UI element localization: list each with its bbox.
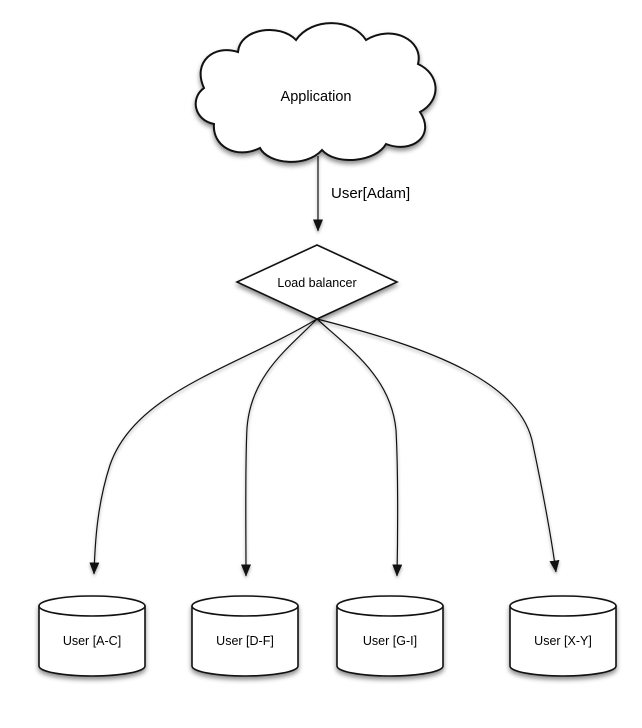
shard-cylinder-2: User [D-F] <box>191 595 299 677</box>
cylinder-top <box>38 595 146 617</box>
lb-to-shard1-arrow <box>89 318 318 575</box>
cylinder-top <box>509 595 617 617</box>
shard2-label: User [D-F] <box>216 634 274 648</box>
load-balancer-node: Load balancer <box>235 244 399 320</box>
cylinder-shape <box>336 606 444 677</box>
load-balancer-label: Load balancer <box>277 276 356 290</box>
cloud-shape <box>194 22 437 163</box>
cylinder-shape <box>509 606 617 677</box>
cylinder-shape <box>191 606 299 677</box>
shard3-label: User [G-I] <box>363 634 417 648</box>
shard-cylinder-3: User [G-I] <box>336 595 444 677</box>
application-cloud-node: Application <box>194 22 437 163</box>
cylinder-top <box>336 595 444 617</box>
application-label: Application <box>281 89 352 105</box>
cylinder-shape <box>38 606 146 677</box>
app-to-lb-arrow-label: User[Adam] <box>331 185 410 202</box>
lb-to-shard4-arrow <box>316 318 560 573</box>
diamond-shape <box>235 244 399 320</box>
lb-to-shard3-arrow <box>316 318 403 577</box>
shard1-label: User [A-C] <box>63 634 121 648</box>
shard-cylinder-4: User [X-Y] <box>509 595 617 677</box>
shard-cylinder-1: User [A-C] <box>38 595 146 677</box>
shard4-label: User [X-Y] <box>534 634 592 648</box>
cylinder-top <box>191 595 299 617</box>
lb-to-shard2-arrow <box>240 318 318 577</box>
